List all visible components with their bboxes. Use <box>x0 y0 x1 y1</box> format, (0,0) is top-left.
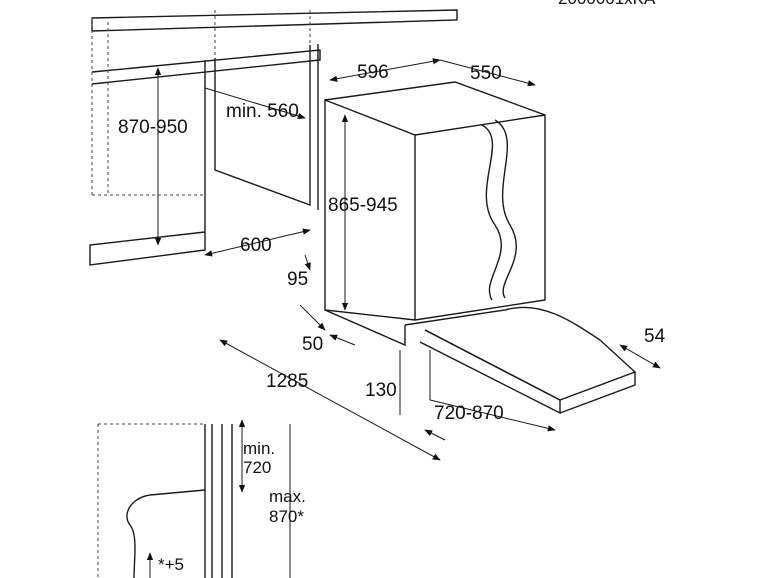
label-niche-height: 870-950 <box>118 117 188 138</box>
label-min-niche-width: min. 560 <box>226 101 299 122</box>
label-note: *+5 <box>158 555 184 574</box>
label-max-height-line2: 870* <box>269 507 304 526</box>
dimension-lines <box>154 58 661 461</box>
worktop <box>91 9 458 196</box>
label-door-panel: 720-870 <box>434 403 504 424</box>
open-door-panel <box>404 306 637 415</box>
label-niche-depth: 600 <box>240 235 272 256</box>
label-plinth-offset: 130 <box>365 380 397 401</box>
label-appliance-width: 596 <box>357 62 389 83</box>
label-adjustment: 54 <box>644 326 666 347</box>
label-plinth-height: 95 <box>287 269 308 290</box>
doc-code: 2000001xKA <box>558 0 656 8</box>
label-total-length: 1285 <box>266 371 308 392</box>
cabinet-niche <box>89 10 319 266</box>
dishwasher-body <box>324 81 546 347</box>
label-max-height-line1: max. <box>269 487 306 506</box>
label-max-height: max. 870* <box>269 487 306 526</box>
label-min-height-line2: 720 <box>243 458 271 477</box>
label-min-height-line1: min. <box>243 439 275 458</box>
label-appliance-height: 865-945 <box>328 195 398 216</box>
detail-view <box>97 419 291 578</box>
label-appliance-depth: 550 <box>470 63 502 84</box>
label-min-height: min. 720 <box>243 439 275 477</box>
label-plinth-depth: 50 <box>302 334 323 355</box>
